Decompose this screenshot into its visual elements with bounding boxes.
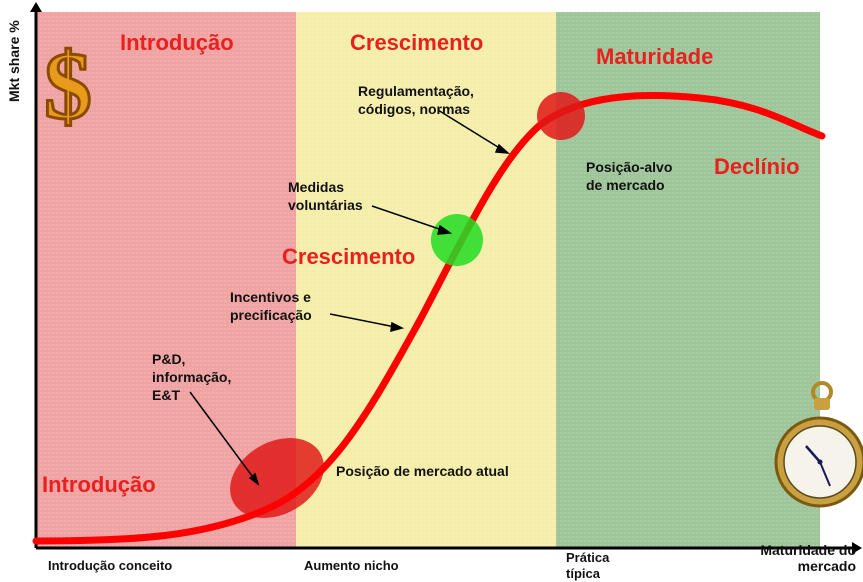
- phase-title-introducao-bottom: Introdução: [42, 472, 156, 497]
- note-posicao-alvo: Posição-alvo de mercado: [586, 159, 673, 193]
- current-position-marker: [230, 438, 324, 518]
- voluntary-measures-marker: [431, 214, 483, 266]
- note-regulamentacao: Regulamentação, códigos, normas: [358, 83, 474, 117]
- x-tick-pratica-tipica: Prática típica: [566, 550, 610, 581]
- arrow-incentivos: [329, 313, 401, 329]
- phase-title-maturidade: Maturidade: [596, 44, 714, 69]
- note-posicao-atual: Posição de mercado atual: [336, 463, 509, 479]
- note-pd: P&D, informação, E&T: [152, 351, 232, 403]
- target-position-marker: [537, 92, 585, 140]
- x-tick-introducao-conceito: Introdução conceito: [48, 558, 173, 573]
- y-axis-label: Mkt share %: [6, 20, 22, 102]
- note-incentivos: Incentivos e precificação: [230, 289, 312, 323]
- svg-text:$: $: [44, 32, 92, 139]
- dollar-icon: $: [43, 31, 94, 141]
- arrow-pd: [189, 391, 259, 485]
- x-axis-arrow: [852, 542, 862, 554]
- y-axis-arrow: [30, 2, 42, 12]
- pocket-watch-icon: [774, 381, 863, 508]
- phase-title-crescimento-middle: Crescimento: [282, 244, 416, 269]
- phase-title-declinio: Declínio: [714, 154, 800, 179]
- x-tick-aumento-nicho: Aumento nicho: [304, 558, 399, 573]
- phase-title-introducao: Introdução: [120, 30, 234, 55]
- arrow-regulamentacao: [437, 109, 507, 153]
- arrow-medidas: [371, 205, 449, 233]
- note-medidas: Medidas voluntárias: [288, 179, 363, 213]
- x-tick-maturidade-mercado: Maturidade do mercado: [760, 542, 856, 574]
- phase-title-crescimento: Crescimento: [350, 30, 484, 55]
